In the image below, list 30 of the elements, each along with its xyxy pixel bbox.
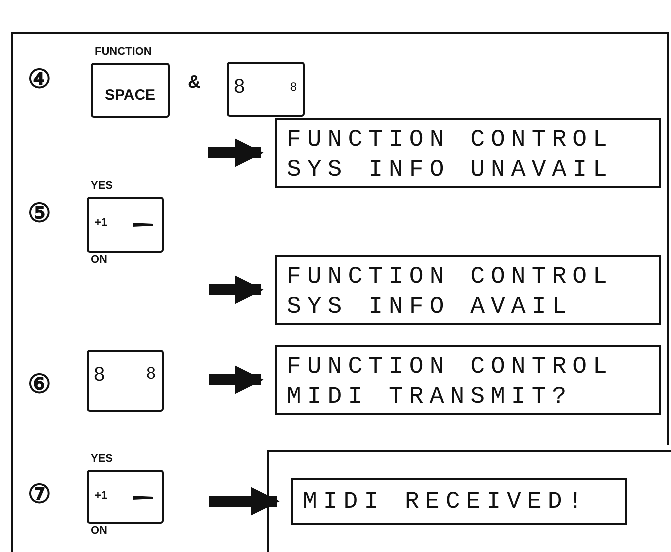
key-legend: +1 bbox=[95, 490, 108, 502]
key-button bbox=[87, 197, 164, 253]
key-caption: ON bbox=[91, 254, 108, 266]
key-legend: SPACE bbox=[105, 87, 156, 104]
key-legend: 8 bbox=[290, 80, 297, 94]
key-button bbox=[87, 470, 164, 524]
step-number: ⑤ bbox=[28, 198, 51, 229]
lcd-display: FUNCTION CONTROL SYS INFO AVAIL bbox=[275, 255, 661, 325]
key-legend: 8 bbox=[146, 364, 156, 384]
step-number: ⑥ bbox=[28, 369, 51, 400]
lcd-display: MIDI RECEIVED! bbox=[291, 478, 627, 525]
arrow bbox=[208, 138, 264, 168]
ampersand: & bbox=[188, 72, 201, 93]
key-caption: ON bbox=[91, 525, 108, 537]
key-button bbox=[87, 350, 164, 412]
arrow bbox=[209, 487, 280, 516]
step-number: ④ bbox=[28, 64, 51, 95]
arrow bbox=[209, 276, 264, 304]
lcd-display: FUNCTION CONTROL SYS INFO UNAVAIL bbox=[275, 118, 661, 188]
key-caption: YES bbox=[91, 453, 114, 465]
key-button bbox=[91, 63, 170, 118]
key-caption: FUNCTION bbox=[95, 46, 152, 58]
arrow bbox=[209, 366, 264, 394]
key-legend: +1 bbox=[95, 217, 108, 229]
key-button bbox=[227, 62, 305, 117]
key-legend: 8 bbox=[94, 364, 106, 387]
step-number: ⑦ bbox=[28, 479, 51, 510]
key-legend: 8 bbox=[234, 76, 246, 99]
key-caption: YES bbox=[91, 180, 114, 192]
lcd-display: FUNCTION CONTROL MIDI TRANSMIT? bbox=[275, 345, 661, 415]
